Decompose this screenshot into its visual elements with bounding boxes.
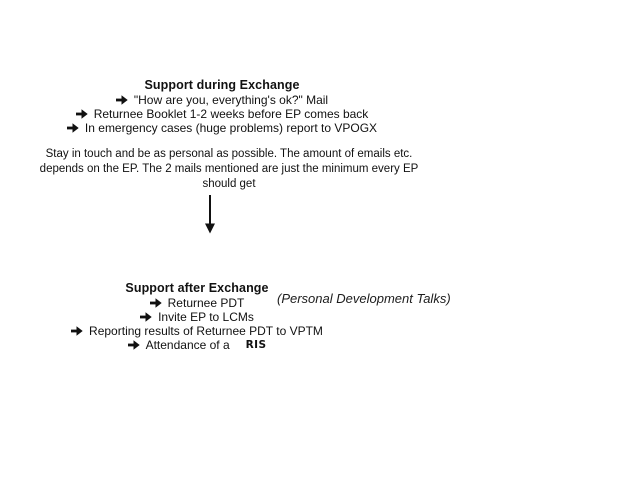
arrow-down-icon bbox=[202, 194, 218, 234]
arrow-right-icon bbox=[115, 95, 128, 105]
list-item: Reporting results of Returnee PDT to VPT… bbox=[0, 324, 394, 338]
arrow-right-icon bbox=[140, 312, 152, 322]
note-line: should get bbox=[202, 178, 256, 190]
arrow-right-icon bbox=[66, 123, 79, 133]
list-item-label: Invite EP to LCMs bbox=[158, 310, 254, 324]
support-during-exchange-block: Support during Exchange "How are you, ev… bbox=[22, 78, 422, 135]
arrow-right-icon bbox=[71, 326, 83, 336]
note-paragraph: Stay in touch and be as personal as poss… bbox=[29, 147, 429, 192]
personal-development-talks-annotation: (Personal Development Talks) bbox=[277, 291, 451, 306]
list-item: Returnee Booklet 1-2 weeks before EP com… bbox=[22, 107, 422, 121]
note-line: depends on the EP. The 2 mails mentioned… bbox=[39, 163, 419, 175]
arrow-right-icon bbox=[75, 109, 88, 119]
list-item: Attendance of a RIS bbox=[0, 338, 394, 352]
support-after-exchange-block: Support after Exchange Returnee PDT Invi… bbox=[0, 281, 394, 352]
list-item: "How are you, everything's ok?" Mail bbox=[22, 93, 422, 107]
arrow-right-icon bbox=[127, 340, 140, 350]
list-item: In emergency cases (huge problems) repor… bbox=[22, 121, 422, 135]
list-item-label: Returnee PDT bbox=[167, 296, 245, 310]
list-item: Returnee PDT bbox=[0, 296, 394, 310]
arrow-right-icon bbox=[149, 298, 162, 308]
list-item-label: In emergency cases (huge problems) repor… bbox=[84, 121, 378, 135]
list-item-label: "How are you, everything's ok?" Mail bbox=[133, 93, 329, 107]
note-line: Stay in touch and be as personal as poss… bbox=[45, 148, 413, 160]
after-block-title: Support after Exchange bbox=[125, 281, 269, 295]
list-item-label: Attendance of a bbox=[145, 338, 230, 352]
list-item-label: Returnee Booklet 1-2 weeks before EP com… bbox=[93, 107, 369, 121]
list-item: Invite EP to LCMs bbox=[0, 310, 394, 324]
list-item-label: Reporting results of Returnee PDT to VPT… bbox=[89, 324, 323, 338]
ris-label: RIS bbox=[245, 339, 267, 351]
during-block-title: Support during Exchange bbox=[144, 78, 300, 92]
